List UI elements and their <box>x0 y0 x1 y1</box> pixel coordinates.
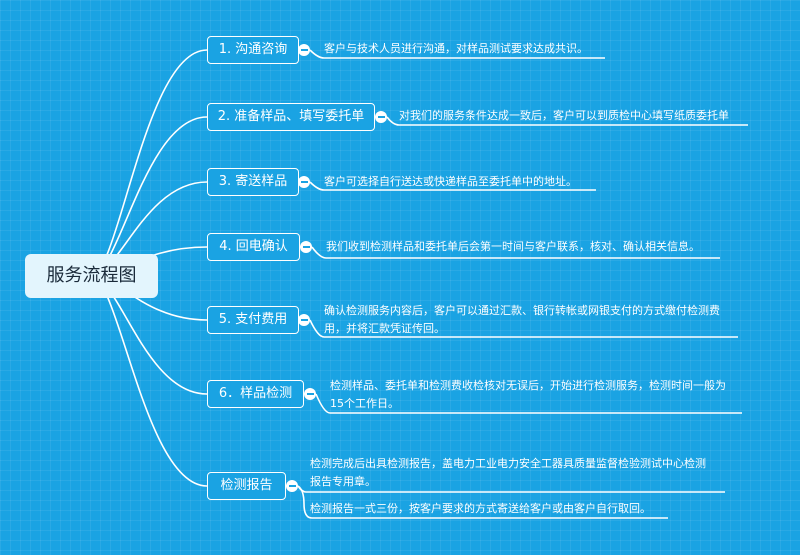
desc-underline-2 <box>386 116 748 126</box>
step-desc-2: 对我们的服务条件达成一致后，客户可以到质检中心填写纸质委托单 <box>399 109 729 122</box>
step-desc-4: 我们收到检测样品和委托单后会第一时间与客户联系，核对、确认相关信息。 <box>326 240 700 253</box>
minus-circle-icon[interactable] <box>298 314 310 326</box>
step-desc-3: 客户可选择自行送达或快递样品至委托单中的地址。 <box>324 175 577 188</box>
step-node-4[interactable]: 4. 回电确认 <box>207 233 300 261</box>
step-desc-7b: 检测报告一式三份，按客户要求的方式寄送给客户或由客户自行取回。 <box>310 502 651 515</box>
step-node-5[interactable]: 5. 支付费用 <box>207 306 299 334</box>
desc-underline-5 <box>309 319 738 338</box>
step-node-2[interactable]: 2. 准备样品、填写委托单 <box>207 103 375 131</box>
step-node-3[interactable]: 3. 寄送样品 <box>207 168 299 196</box>
step-node-6[interactable]: 6．样品检测 <box>207 380 304 408</box>
minus-circle-icon[interactable] <box>300 241 312 253</box>
step-node-7[interactable]: 检测报告 <box>207 472 286 500</box>
branch-connector-7 <box>90 275 208 487</box>
desc-underline-7b <box>297 485 668 519</box>
minus-circle-icon[interactable] <box>298 176 310 188</box>
minus-circle-icon[interactable] <box>304 388 316 400</box>
step-desc-7a: 检测完成后出具检测报告，盖电力工业电力安全工器具质量监督检验测试中心检测报告专用… <box>310 457 706 488</box>
desc-underline-3 <box>309 181 596 191</box>
branch-connector-1 <box>90 49 208 277</box>
desc-underline-1 <box>309 49 605 59</box>
root-topic[interactable]: 服务流程图 <box>25 254 158 298</box>
step-desc-5: 确认检测服务内容后，客户可以通过汇款、银行转帐或网银支付的方式缴付检测费用，并将… <box>324 304 720 335</box>
minus-circle-icon[interactable] <box>286 480 298 492</box>
step-node-1[interactable]: 1. 沟通咨询 <box>207 36 299 64</box>
minus-circle-icon[interactable] <box>298 44 310 56</box>
desc-underline-6 <box>315 393 742 414</box>
minus-circle-icon[interactable] <box>375 111 387 123</box>
step-desc-1: 客户与技术人员进行沟通，对样品测试要求达成共识。 <box>324 42 588 55</box>
step-desc-6: 检测样品、委托单和检测费收检核对无误后，开始进行检测服务，检测时间一般为15个工… <box>330 379 726 410</box>
desc-underline-4 <box>311 246 720 259</box>
